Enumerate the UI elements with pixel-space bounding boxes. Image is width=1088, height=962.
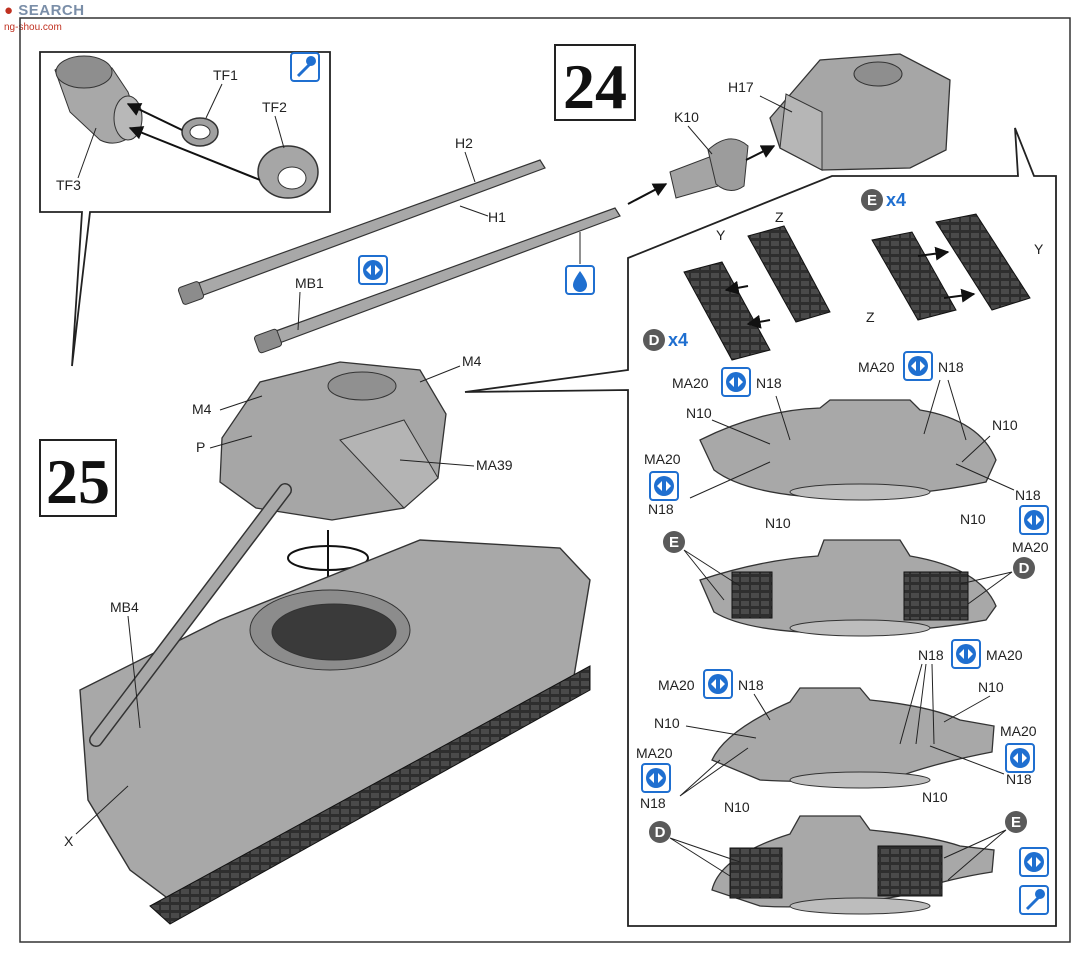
- step-24-box: 24: [554, 44, 636, 122]
- track-z-right: [871, 231, 957, 321]
- svg-text:N18: N18: [938, 359, 964, 375]
- k10-part: [669, 138, 749, 199]
- watermark-domain: ng-shou.com: [4, 22, 62, 33]
- svg-text:N18: N18: [738, 677, 764, 693]
- z-right-label: Z: [866, 309, 875, 325]
- rotate-icon: [703, 669, 733, 699]
- h1-label: H1: [488, 209, 506, 225]
- glue-drop-icon: [565, 265, 595, 295]
- svg-text:N18: N18: [648, 501, 674, 517]
- svg-text:25: 25: [46, 446, 110, 517]
- svg-text:N10: N10: [960, 511, 986, 527]
- svg-text:N10: N10: [765, 515, 791, 531]
- svg-text:N18: N18: [640, 795, 666, 811]
- cement-icon: [289, 51, 321, 83]
- cement-icon: [1018, 884, 1050, 916]
- svg-text:MA20: MA20: [644, 451, 681, 467]
- svg-text:24: 24: [563, 51, 627, 122]
- mb4-label: MB4: [110, 599, 139, 615]
- track-pack-right: [877, 845, 943, 897]
- svg-text:N10: N10: [654, 715, 680, 731]
- rotate-icon: [649, 471, 679, 501]
- barrel-mb1: MB1: [253, 207, 621, 354]
- svg-text:N18: N18: [756, 375, 782, 391]
- svg-text:MA20: MA20: [1000, 723, 1037, 739]
- track-z-left: [747, 225, 831, 323]
- h2-label: H2: [455, 135, 473, 151]
- svg-text:D: D: [1019, 560, 1030, 577]
- mb1-label: MB1: [295, 275, 324, 291]
- rotate-icon: [641, 763, 671, 793]
- badge-e-top: E x4: [861, 189, 906, 211]
- track-y-right: [935, 213, 1031, 311]
- svg-text:x4: x4: [886, 190, 906, 210]
- svg-text:E: E: [867, 192, 877, 209]
- tf2-part: [257, 145, 319, 199]
- rotate-icon: [1019, 847, 1049, 877]
- ma39-label: MA39: [476, 457, 513, 473]
- detail-turret-left-pins: MA20 N18 MA20 N18 N10 N10 MA20 N18 N10 N…: [644, 351, 1049, 535]
- rotate-icon: [1005, 743, 1035, 773]
- m4-left-label: M4: [192, 401, 212, 417]
- svg-text:N18: N18: [1015, 487, 1041, 503]
- y-right-label: Y: [1034, 241, 1044, 257]
- rotate-icon: [903, 351, 933, 381]
- track-y-left: [683, 261, 771, 361]
- svg-text:N18: N18: [1006, 771, 1032, 787]
- p-label: P: [196, 439, 205, 455]
- rotate-icon: [358, 255, 388, 285]
- tf3-label: TF3: [56, 177, 81, 193]
- svg-text:N10: N10: [922, 789, 948, 805]
- svg-text:E: E: [669, 534, 679, 551]
- rotate-icon: [1019, 505, 1049, 535]
- hull-assembly: [79, 483, 591, 925]
- h17-label: H17: [728, 79, 754, 95]
- detail-turret-right-tracks: D E: [649, 811, 1050, 916]
- svg-text:MA20: MA20: [658, 677, 695, 693]
- step-25-box: 25: [39, 439, 117, 517]
- k10-label: K10: [674, 109, 699, 125]
- track-pack-left: [729, 847, 783, 899]
- svg-text:N10: N10: [686, 405, 712, 421]
- svg-text:MA20: MA20: [858, 359, 895, 375]
- svg-text:MA20: MA20: [672, 375, 709, 391]
- svg-text:N10: N10: [978, 679, 1004, 695]
- tf-inset-panel: TF1 TF2 TF3: [39, 51, 331, 367]
- svg-text:D: D: [655, 824, 666, 841]
- y-left-label: Y: [716, 227, 726, 243]
- track-pack-right: [903, 571, 969, 621]
- z-left-label: Z: [775, 209, 784, 225]
- x-label: X: [64, 833, 74, 849]
- badge-d-top: D x4: [643, 329, 688, 351]
- tf1-label: TF1: [213, 67, 238, 83]
- svg-text:MA20: MA20: [636, 745, 673, 761]
- m4-top-label: M4: [462, 353, 482, 369]
- detail-turret-left-tracks: E MA20 D: [663, 531, 1049, 637]
- page-frame: [19, 17, 1071, 943]
- detail-turret-right-pins: N18 MA20 MA20 N18 N10 N10 MA20 N18 MA20 …: [636, 639, 1037, 815]
- rotate-icon: [721, 367, 751, 397]
- rotate-icon: [951, 639, 981, 669]
- tf2-label: TF2: [262, 99, 287, 115]
- svg-text:MA20: MA20: [986, 647, 1023, 663]
- barrel-h1-h2: H2 H1: [177, 135, 546, 305]
- svg-text:MA20: MA20: [1012, 539, 1049, 555]
- h17-turret: [769, 53, 951, 171]
- svg-text:N18: N18: [918, 647, 944, 663]
- svg-text:N10: N10: [724, 799, 750, 815]
- svg-text:E: E: [1011, 814, 1021, 831]
- svg-text:N10: N10: [992, 417, 1018, 433]
- tf1-part: [181, 117, 219, 147]
- svg-text:x4: x4: [668, 330, 688, 350]
- svg-text:D: D: [649, 332, 660, 349]
- watermark-brand: ● SEARCH: [4, 2, 85, 19]
- turret-assembly: [219, 361, 447, 521]
- track-pack-left: [731, 571, 773, 619]
- track-links-group: E x4 D x4 Y Z Y Z: [643, 189, 1044, 361]
